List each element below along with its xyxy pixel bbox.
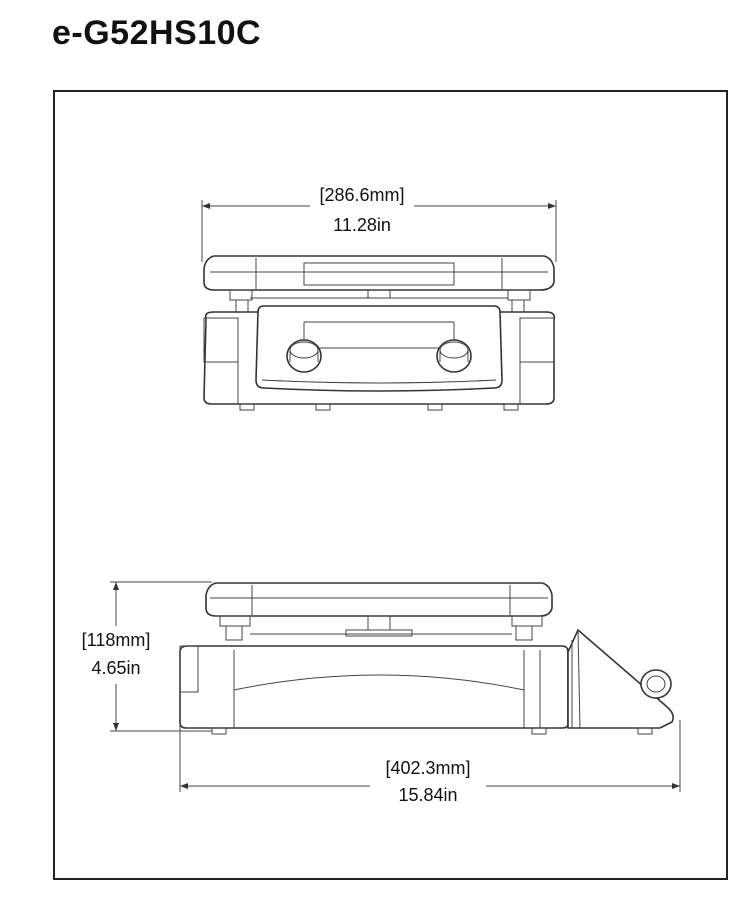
front-knob-left <box>286 339 322 373</box>
side-top-plate <box>205 582 553 617</box>
side-depth-dimension <box>179 720 681 792</box>
front-plate-supports <box>229 289 531 313</box>
side-plate-supports <box>219 615 543 641</box>
side-height-mm: [118mm] <box>82 630 151 650</box>
front-width-dimension <box>201 200 557 262</box>
front-width-in: 11.28in <box>333 215 391 235</box>
side-height-in: 4.65in <box>91 658 140 678</box>
side-depth-in: 15.84in <box>398 785 457 805</box>
front-control-panel <box>255 305 503 392</box>
side-control-panel <box>567 628 674 729</box>
side-feet <box>211 727 653 735</box>
front-feet <box>239 403 519 411</box>
front-knob-right <box>436 339 472 373</box>
side-height-dimension <box>110 581 212 732</box>
front-top-plate <box>203 255 555 291</box>
drawing-frame <box>53 90 728 880</box>
front-view: [286.6mm] 11.28in <box>201 185 557 411</box>
page-title: e-G52HS10C <box>52 14 262 52</box>
side-view: [118mm] 4.65in [402.3mm] 15.84in <box>82 581 681 805</box>
side-base <box>179 645 569 729</box>
front-width-mm: [286.6mm] <box>319 185 404 205</box>
side-depth-mm: [402.3mm] <box>385 758 470 778</box>
side-knob <box>640 669 672 699</box>
